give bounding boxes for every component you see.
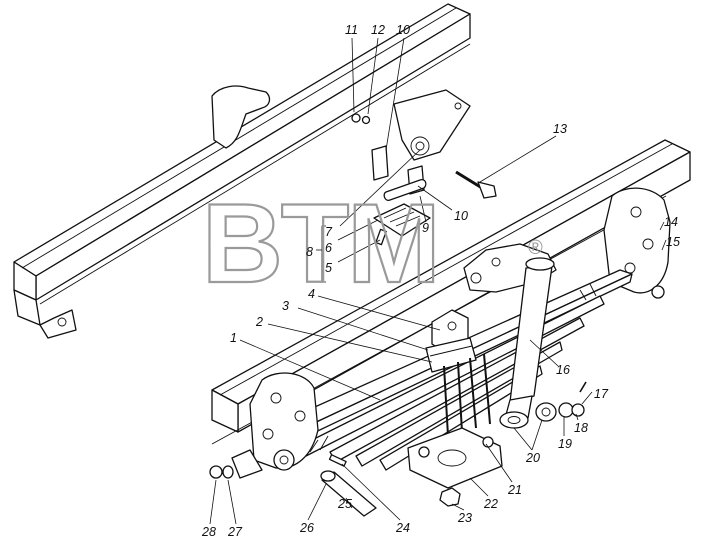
callout-27: 27 <box>227 525 243 539</box>
leader-lines <box>209 37 667 525</box>
callout-24: 24 <box>395 521 410 535</box>
callout-25: 25 <box>337 497 352 511</box>
callout-5: 5 <box>325 261 332 275</box>
callout-6: 6 <box>325 241 332 255</box>
callout-12: 12 <box>371 23 385 37</box>
shock-absorber <box>463 243 557 429</box>
spring-pin <box>209 454 377 517</box>
callout-15: 15 <box>666 235 680 249</box>
callout-11: 11 <box>345 23 358 37</box>
btm-watermark: BTM ® <box>201 180 543 307</box>
shock-bushings <box>535 381 587 422</box>
callout-19: 19 <box>558 437 572 451</box>
callout-10-top: 10 <box>396 23 410 37</box>
callout-20: 20 <box>525 451 540 465</box>
callout-28: 28 <box>201 525 216 539</box>
callout-8: 8 <box>306 245 313 259</box>
callout-9: 9 <box>422 221 429 235</box>
spring-shackle-parts <box>371 145 431 246</box>
rear-frame-rail <box>13 3 471 339</box>
callout-4: 4 <box>308 287 315 301</box>
bolt-13 <box>455 170 497 199</box>
callout-21: 21 <box>507 483 522 497</box>
u-bolts <box>443 353 491 437</box>
callout-7: 7 <box>325 225 333 239</box>
callout-13: 13 <box>553 122 567 136</box>
callout-16: 16 <box>556 363 570 377</box>
callout-10-mid: 10 <box>454 209 468 223</box>
callout-26: 26 <box>299 521 314 535</box>
callout-labels: 11 12 10 13 7 6 8 5 9 10 14 15 4 3 2 1 1… <box>201 23 680 539</box>
callout-2: 2 <box>255 315 263 329</box>
callout-22: 22 <box>483 497 498 511</box>
rear-spring-bracket <box>603 187 671 299</box>
callout-1: 1 <box>230 331 237 345</box>
callout-17: 17 <box>594 387 609 401</box>
spring-pad-assembly <box>425 309 477 373</box>
callout-14: 14 <box>664 215 678 229</box>
watermark-text: BTM <box>202 181 439 306</box>
callout-23: 23 <box>457 511 472 525</box>
nut-23 <box>439 487 461 507</box>
callout-3: 3 <box>282 299 289 313</box>
callout-18: 18 <box>574 421 588 435</box>
front-eye-bracket <box>231 372 319 479</box>
front-spring-bracket <box>351 89 471 161</box>
watermark-registered-mark: ® <box>528 237 543 259</box>
spring-lower-plate <box>407 427 503 489</box>
